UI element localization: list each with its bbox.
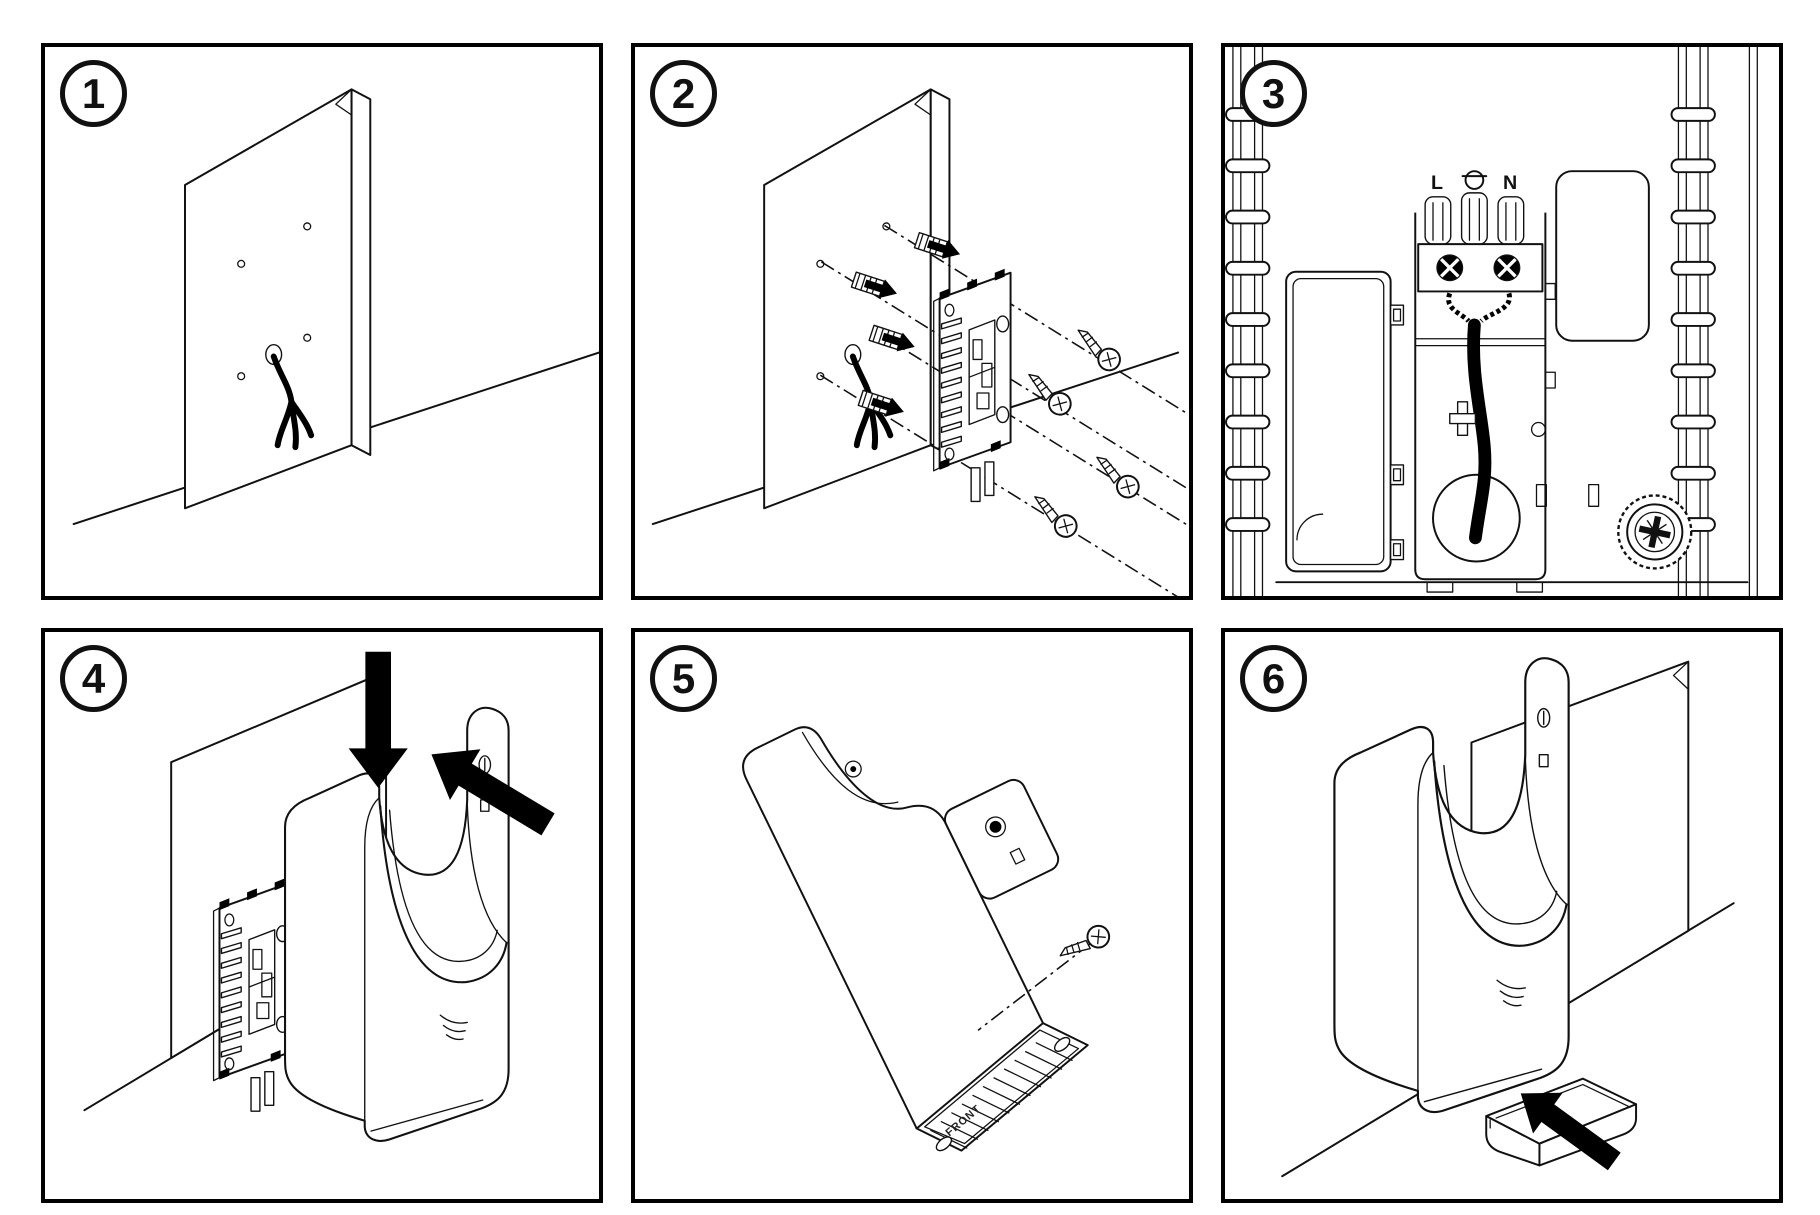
step-2-badge: 2: [650, 60, 717, 127]
cable-entry-hole: [1432, 473, 1521, 563]
step-2-drawing: [635, 47, 1189, 596]
step-number: 5: [671, 654, 696, 702]
wall-drawing: [74, 89, 599, 524]
step-6-badge: 6: [1240, 645, 1307, 712]
mounting-bracket-drawing: [212, 877, 292, 1113]
terminal-assembly: L N: [1414, 170, 1556, 581]
foot: [1053, 1036, 1071, 1052]
step-5-panel: 5: [631, 628, 1193, 1203]
screw-icon: [1066, 326, 1126, 376]
wall-notch: [1672, 661, 1689, 690]
battery-compartment: [1285, 270, 1405, 573]
locking-knob: [1617, 494, 1693, 570]
dryer-body-drawing: [1333, 657, 1570, 1114]
terminal-neutral-label: N: [1503, 172, 1517, 194]
step-5-badge: 5: [650, 645, 717, 712]
step-4-drawing: [83, 651, 564, 1142]
terminal-cartridges: [1424, 192, 1525, 245]
panel-grid: 1 2: [41, 43, 1783, 1203]
screw-boss: [1530, 421, 1547, 437]
step-5-drawing: FRONT: [742, 726, 1115, 1152]
step-number: 4: [81, 654, 106, 702]
step-6-drawing: [1281, 657, 1735, 1182]
gasket-outline: [1555, 170, 1650, 342]
cavity-screw-hole: [844, 760, 862, 778]
mounting-bracket-drawing: [932, 267, 1012, 503]
screw-icon: [1023, 493, 1083, 542]
power-cable: [1467, 318, 1492, 545]
left-rail-ribs: [1225, 47, 1271, 596]
vent-slot: [1535, 483, 1547, 507]
tilted-dryer-group: FRONT: [742, 726, 1089, 1152]
step-3-badge: 3: [1240, 60, 1307, 127]
dryer-body-outline: [742, 726, 1044, 1129]
step-1-panel: 1: [41, 43, 603, 600]
braided-wire: [1479, 292, 1512, 323]
step-4-panel: 4: [41, 628, 603, 1203]
housing-edge: [1748, 47, 1758, 596]
step-number: 6: [1261, 654, 1286, 702]
step-4-badge: 4: [60, 645, 127, 712]
step-1-badge: 1: [60, 60, 127, 127]
bottom-grille: FRONT: [915, 1022, 1089, 1152]
screw-icon: [1085, 453, 1145, 503]
clip-widget: [1449, 401, 1477, 437]
foot: [1426, 581, 1454, 593]
braided-wire: [1446, 292, 1471, 323]
guide-line: [977, 942, 1091, 1031]
step-1-drawing: [45, 47, 599, 596]
step-number: 2: [671, 69, 696, 117]
step-3-drawing: L N: [1225, 47, 1758, 596]
foot: [935, 1136, 953, 1152]
step-number: 1: [81, 69, 106, 117]
step-number: 3: [1261, 69, 1286, 117]
guide-lines: [819, 224, 1189, 596]
earth-icon: [1461, 170, 1488, 190]
terminal-screw: [1493, 254, 1521, 282]
step-2-panel: 2: [631, 43, 1193, 600]
hand-cavity: [801, 731, 899, 805]
terminal-live-label: L: [1431, 172, 1443, 194]
vent-slot: [1588, 483, 1600, 507]
housing-divider: [1414, 338, 1547, 347]
screw-icon: [1017, 371, 1077, 420]
step-6-panel: 6: [1221, 628, 1783, 1203]
foot: [1516, 581, 1544, 593]
phillips-cross-icon: [1638, 515, 1671, 549]
step-3-panel: 3: [1221, 43, 1783, 600]
terminal-screw: [1436, 254, 1464, 282]
fixing-screw-icon: [1057, 918, 1115, 973]
terminal-block: [1417, 243, 1544, 293]
